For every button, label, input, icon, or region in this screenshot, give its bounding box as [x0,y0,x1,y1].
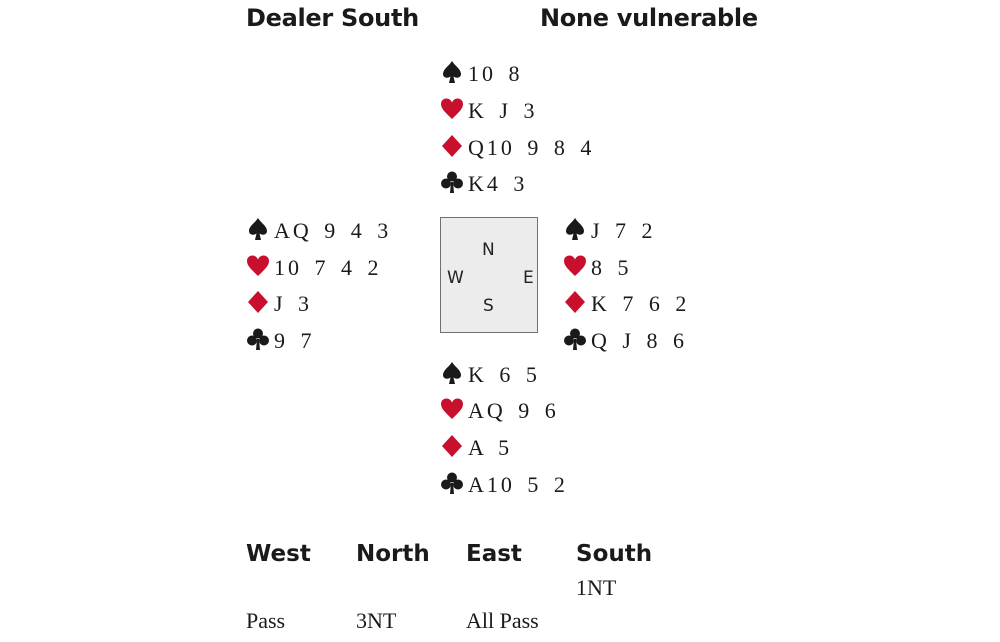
compass-south: S [483,296,494,316]
auction-bid: Pass [246,608,286,633]
vulnerability-label: None vulnerable [540,4,758,32]
south-spades: K 6 5 [468,362,540,387]
north-spades: 10 8 [468,61,523,86]
spade-icon [440,361,464,385]
compass-box: N W E S [440,217,538,333]
heart-icon [246,254,270,278]
compass-north: N [482,240,495,260]
club-icon [440,170,464,194]
auction-header-west: West [246,541,311,567]
diamond-icon [246,290,270,314]
south-clubs: A10 5 2 [468,472,568,497]
spade-icon [563,217,587,241]
north-hearts: K J 3 [468,98,538,123]
west-clubs: 9 7 [274,328,315,353]
auction-bid: All Pass [466,608,539,633]
west-hearts: 10 7 4 2 [274,255,382,280]
diamond-icon [563,290,587,314]
dealer-label: Dealer South [246,4,419,32]
heart-icon [440,397,464,421]
spade-icon [246,217,270,241]
east-clubs: Q J 8 6 [591,328,687,353]
north-clubs: K4 3 [468,171,528,196]
east-diamonds: K 7 6 2 [591,291,690,316]
auction-bid: 1NT [576,575,617,600]
diamond-icon [440,434,464,458]
heart-icon [563,254,587,278]
auction-bid: 3NT [356,608,397,633]
spade-icon [440,60,464,84]
east-spades: J 7 2 [591,218,656,243]
north-diamonds: Q10 9 8 4 [468,135,595,160]
west-spades: AQ 9 4 3 [274,218,392,243]
east-hearts: 8 5 [591,255,632,280]
diamond-icon [440,134,464,158]
compass-east: E [523,268,534,288]
auction-header-north: North [356,541,430,567]
west-diamonds: J 3 [274,291,313,316]
auction-header-east: East [466,541,522,567]
south-hearts: AQ 9 6 [468,398,559,423]
south-diamonds: A 5 [468,435,513,460]
club-icon [563,327,587,351]
club-icon [246,327,270,351]
auction-header-south: South [576,541,653,567]
heart-icon [440,97,464,121]
club-icon [440,471,464,495]
compass-west: W [447,268,464,288]
